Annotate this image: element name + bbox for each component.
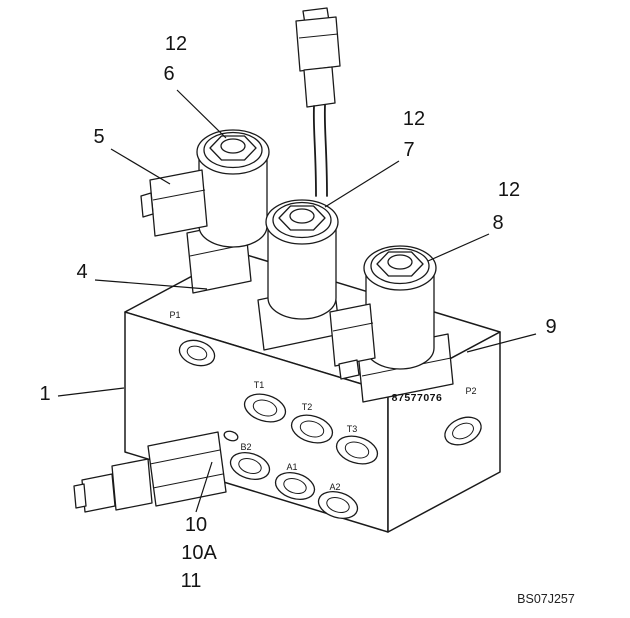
- callout-labels: 12 6 5 12 7 12 8 4 9 1 10 10A 11: [39, 33, 556, 592]
- front-face-ports: [178, 339, 379, 519]
- callout-10: 10: [185, 514, 207, 536]
- callout-1: 1: [39, 383, 50, 405]
- port-t1: [243, 393, 287, 423]
- connector-plug-left-edge: [152, 189, 206, 201]
- connector-body-edge: [298, 33, 339, 39]
- port-label-a2: A2: [329, 482, 340, 492]
- solenoid-valve-right: [363, 245, 437, 370]
- port-p1: [178, 339, 216, 367]
- nut-stud-left: [220, 138, 246, 154]
- coil-body-middle: [267, 222, 337, 320]
- cartridge-tip: [81, 473, 116, 513]
- leader-line-10: [195, 461, 213, 513]
- leader-line-6: [176, 89, 227, 139]
- port-label-b2: B2: [240, 442, 251, 452]
- callout-6: 6: [163, 63, 174, 85]
- coil-connector-right: [329, 303, 376, 380]
- callout-5: 5: [93, 126, 104, 148]
- connector-plug-left: [149, 169, 208, 237]
- nut-stud-right: [387, 254, 413, 270]
- callout-8: 8: [492, 212, 503, 234]
- port-label-a1: A1: [286, 462, 297, 472]
- connector-body: [295, 16, 341, 72]
- port-hole-small: [223, 430, 239, 442]
- callout-12-left: 12: [165, 33, 187, 55]
- leader-line-5: [110, 148, 171, 185]
- callout-9: 9: [545, 316, 556, 338]
- connector-wire-1: [312, 105, 317, 197]
- cartridge-step: [111, 458, 153, 511]
- leader-line-1: [57, 387, 125, 397]
- callout-12-right: 12: [498, 179, 520, 201]
- port-label-t3: T3: [347, 424, 358, 434]
- connector-plug-right-edge: [332, 322, 374, 332]
- wire-harness-connector: [295, 7, 341, 197]
- stamped-part-number: 87577076: [392, 392, 443, 404]
- port-labels: P1 T1 T2 T3 B2 A1 A2 P2: [169, 310, 476, 492]
- callout-10A: 10A: [181, 542, 217, 564]
- leader-line-8: [427, 233, 490, 262]
- connector-tab-left: [140, 192, 154, 218]
- connector-plug-right: [329, 303, 376, 367]
- connector-neck: [303, 66, 336, 108]
- port-label-t2: T2: [302, 402, 313, 412]
- solenoid-valve-middle: [265, 199, 339, 320]
- cartridge-hex-body: [147, 431, 227, 507]
- leader-lines: [57, 89, 537, 513]
- cartridge-hex-facet-2: [152, 473, 224, 489]
- port-b2: [229, 452, 271, 480]
- coil-connector-left: [140, 169, 208, 237]
- cartridge-nub: [73, 483, 87, 509]
- coil-body-left: [198, 152, 268, 248]
- callout-4: 4: [76, 261, 87, 283]
- nut-stud-middle: [289, 208, 315, 224]
- leader-line-7: [324, 160, 400, 208]
- port-t2: [290, 414, 334, 444]
- cartridge-hex-facet-1: [149, 449, 221, 465]
- relief-valve-cartridge: [73, 431, 227, 513]
- port-a1: [274, 472, 316, 500]
- port-a2: [317, 491, 359, 519]
- port-label-p2: P2: [465, 386, 476, 396]
- figure-reference-code: BS07J257: [517, 592, 575, 606]
- callout-7: 7: [403, 139, 414, 161]
- port-p2: [444, 416, 482, 446]
- callout-11: 11: [181, 570, 202, 592]
- solenoid-valve-left: [196, 129, 270, 248]
- port-t3: [335, 435, 379, 465]
- port-label-p1: P1: [169, 310, 180, 320]
- callout-12-mid: 12: [403, 108, 425, 130]
- leader-line-4: [94, 279, 208, 290]
- connector-wire-2: [323, 104, 328, 197]
- connector-tab-right: [338, 359, 360, 380]
- leader-line-9: [466, 333, 537, 353]
- port-label-t1: T1: [254, 380, 265, 390]
